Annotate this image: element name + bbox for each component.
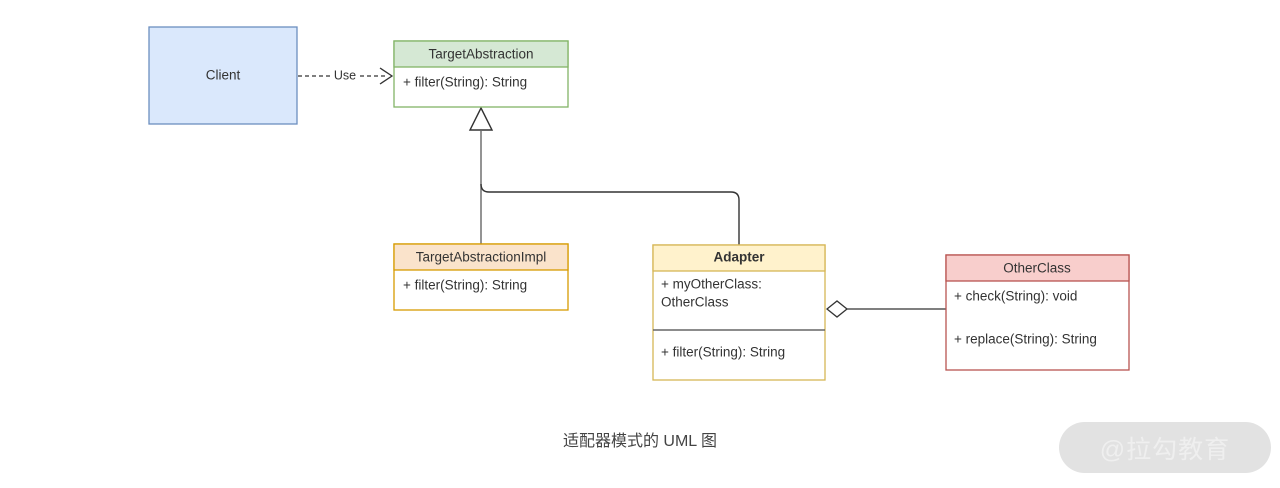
target-abstraction-impl-member-0: + filter(String): String — [403, 278, 527, 293]
class-box-target-abstraction-impl[interactable]: TargetAbstractionImpl + filter(String): … — [393, 243, 569, 311]
relation-generalization-tree[interactable] — [468, 106, 740, 245]
watermark-label: @拉勾教育 — [1099, 435, 1231, 464]
relation-label-use: Use — [334, 68, 356, 82]
class-box-target-abstraction[interactable]: TargetAbstraction + filter(String): Stri… — [393, 40, 569, 108]
relation-adapter-aggregates-other[interactable] — [825, 300, 946, 318]
other-class-method-1: + replace(String): String — [954, 332, 1097, 347]
adapter-title: Adapter — [713, 250, 765, 265]
target-abstraction-header — [393, 40, 569, 68]
target-abstraction-title: TargetAbstraction — [428, 47, 533, 62]
other-class-method-0: + check(String): void — [954, 289, 1077, 304]
open-arrowhead-icon — [379, 67, 394, 85]
hollow-triangle-arrowhead-icon — [468, 106, 494, 131]
adapter-attribute-line-1: OtherClass — [661, 295, 729, 310]
target-abstraction-member-0: + filter(String): String — [403, 75, 527, 90]
adapter-header — [652, 244, 826, 272]
other-class-title: OtherClass — [1003, 261, 1071, 276]
class-box-client[interactable]: Client — [148, 26, 298, 125]
adapter-attribute-line-0: + myOtherClass: — [661, 277, 762, 292]
client-box-body — [148, 26, 298, 125]
target-abstraction-impl-title: TargetAbstractionImpl — [416, 250, 547, 265]
hollow-diamond-icon — [825, 300, 849, 318]
generalization-branch-line — [480, 183, 740, 245]
adapter-method-0: + filter(String): String — [661, 345, 785, 360]
client-title: Client — [206, 68, 241, 83]
relation-client-uses-target[interactable]: Use — [298, 67, 394, 85]
class-box-other-class[interactable]: OtherClass + check(String): void + repla… — [945, 254, 1130, 371]
diagram-caption: 适配器模式的 UML 图 — [562, 433, 718, 450]
watermark-badge: @拉勾教育 — [1059, 422, 1271, 473]
target-abstraction-impl-header — [393, 243, 569, 271]
class-box-adapter[interactable]: Adapter + myOtherClass: OtherClass + fil… — [652, 244, 826, 381]
other-class-header — [945, 254, 1130, 282]
